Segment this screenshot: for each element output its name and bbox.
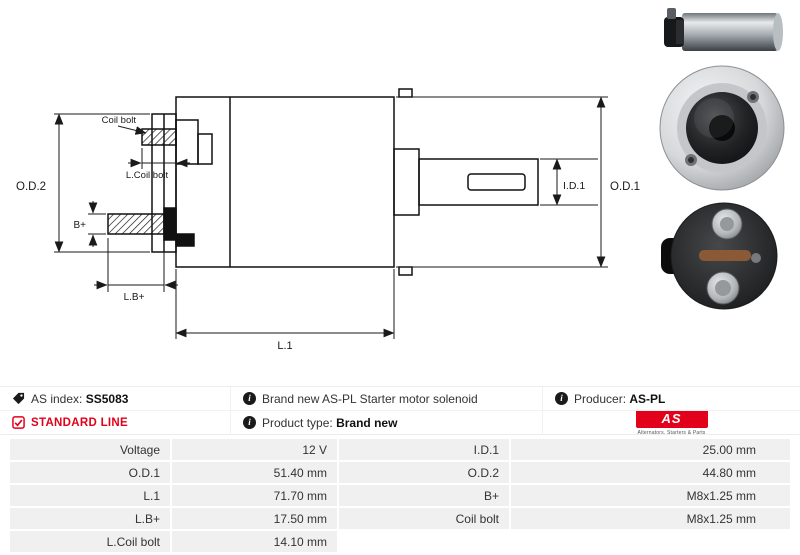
as-index-text: AS index: SS5083 <box>31 392 128 406</box>
spec-value: M8x1.25 mm <box>511 508 790 529</box>
product-photo-bottom-view <box>661 202 778 310</box>
info-col-producer: i Producer: AS-PL AS Alternators, Starte… <box>542 387 800 434</box>
producer-row: i Producer: AS-PL <box>543 387 800 410</box>
product-photo-front-view <box>659 65 785 191</box>
spec-value: 71.70 mm <box>172 485 337 506</box>
spec-label: B+ <box>339 485 509 506</box>
spec-label: I.D.1 <box>339 439 509 460</box>
table-row: L.1 71.70 mm B+ M8x1.25 mm <box>10 485 790 506</box>
product-type-text: Product type: Brand new <box>262 416 397 430</box>
dim-label-coil-bolt: Coil bolt <box>102 115 137 126</box>
spec-value: 14.10 mm <box>172 531 337 552</box>
spec-value: 17.50 mm <box>172 508 337 529</box>
as-pl-logo-tagline: Alternators, Starters & Parts <box>637 430 706 434</box>
as-index-row: AS index: SS5083 <box>0 387 230 410</box>
product-photos <box>648 6 796 314</box>
dim-label-od1: O.D.1 <box>610 181 640 193</box>
specs-table: Voltage 12 V I.D.1 25.00 mm O.D.1 51.40 … <box>8 437 792 554</box>
info-icon: i <box>243 416 256 429</box>
spec-label: Coil bolt <box>339 508 509 529</box>
spec-label: Voltage <box>10 439 170 460</box>
spec-label: O.D.2 <box>339 462 509 483</box>
producer-value: AS-PL <box>629 391 666 406</box>
table-row: L.B+ 17.50 mm Coil bolt M8x1.25 mm <box>10 508 790 529</box>
spec-value: 51.40 mm <box>172 462 337 483</box>
product-description: Brand new AS-PL Starter motor solenoid <box>262 391 478 406</box>
dim-label-bplus: B+ <box>73 220 86 231</box>
as-index-label: AS index: <box>31 391 83 406</box>
technical-drawing: O.D.2 O.D.1 I.D.1 L.1 L.B+ B+ Coil bolt … <box>16 88 640 352</box>
product-type-label: Product type: <box>262 415 333 430</box>
table-row: O.D.1 51.40 mm O.D.2 44.80 mm <box>10 462 790 483</box>
product-type-row: i Product type: Brand new <box>231 410 542 434</box>
spec-value: 25.00 mm <box>511 439 790 460</box>
product-photo-side-view <box>664 8 783 51</box>
dim-label-id1: I.D.1 <box>563 180 585 192</box>
dim-label-od2: O.D.2 <box>16 181 46 193</box>
tag-icon <box>12 392 25 405</box>
info-col-index: AS index: SS5083 STANDARD LINE <box>0 387 230 434</box>
dimension-labels: O.D.2 O.D.1 I.D.1 L.1 L.B+ B+ Coil bolt … <box>16 115 640 352</box>
as-index-value: SS5083 <box>85 391 129 406</box>
spec-label <box>339 531 509 552</box>
standard-line-label: STANDARD LINE <box>31 416 128 429</box>
spec-value <box>511 531 790 552</box>
table-row: L.Coil bolt 14.10 mm <box>10 531 790 552</box>
product-type-value: Brand new <box>336 415 398 430</box>
check-icon <box>12 416 25 429</box>
dim-label-lcoil-bolt: L.Coil bolt <box>126 170 169 181</box>
info-icon: i <box>243 392 256 405</box>
standard-line-row: STANDARD LINE <box>0 410 230 434</box>
spec-label: L.1 <box>10 485 170 506</box>
as-pl-logo-mark: AS <box>635 411 708 428</box>
spec-label: O.D.1 <box>10 462 170 483</box>
dim-label-lbplus: L.B+ <box>124 292 145 303</box>
dimension-lines <box>54 96 608 339</box>
logo-row: AS Alternators, Starters & Parts <box>543 410 800 434</box>
spec-value: 44.80 mm <box>511 462 790 483</box>
table-row: Voltage 12 V I.D.1 25.00 mm <box>10 439 790 460</box>
dim-label-l1: L.1 <box>277 340 292 352</box>
info-col-description: i Brand new AS-PL Starter motor solenoid… <box>230 387 542 434</box>
info-bar: AS index: SS5083 STANDARD LINE i Brand n… <box>0 386 800 435</box>
spec-label: L.B+ <box>10 508 170 529</box>
producer-label: Producer: <box>574 391 627 406</box>
spec-value: M8x1.25 mm <box>511 485 790 506</box>
producer-text: Producer: AS-PL <box>574 392 665 406</box>
as-pl-logo: AS Alternators, Starters & Parts <box>635 411 708 434</box>
info-icon: i <box>555 392 568 405</box>
description-row: i Brand new AS-PL Starter motor solenoid <box>231 387 542 410</box>
spec-label: L.Coil bolt <box>10 531 170 552</box>
solenoid-outline <box>107 88 539 276</box>
spec-value: 12 V <box>172 439 337 460</box>
